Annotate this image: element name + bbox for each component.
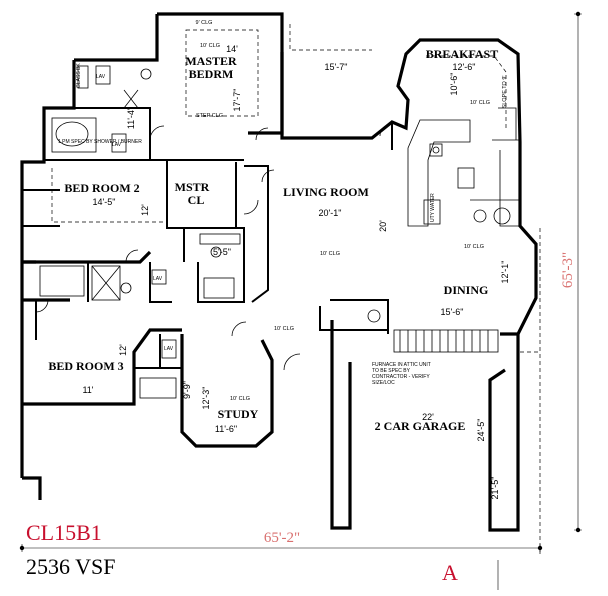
- master-ceiling-top: 9' CLG: [196, 20, 213, 26]
- attic-stair: [367, 309, 499, 353]
- breakfast-ceiling: 10' CLG: [470, 100, 490, 106]
- study-side: 9'-9": [182, 381, 192, 399]
- dimension-lines: [21, 13, 582, 590]
- bed2-label: BED ROOM 2: [64, 181, 139, 195]
- lav-note-2: LAV: [112, 142, 122, 148]
- dining-depth: 12'-1": [500, 261, 510, 284]
- util-note: UTY WATER: [430, 193, 436, 222]
- door-swings: [35, 123, 393, 371]
- furnace-note-3: CONTRACTOR - VERIFY: [372, 374, 430, 380]
- lav-note-1: LAV: [96, 74, 106, 80]
- bed3-label: BED ROOM 3: [48, 359, 123, 373]
- dining-label: DINING: [444, 283, 489, 297]
- plan-area: 2536 VSF: [26, 554, 115, 579]
- mstr-cl-label-2: CL: [188, 193, 205, 207]
- master-width: 14': [226, 44, 238, 54]
- lav-note-3: LAV: [164, 346, 174, 352]
- tub-note: 1 PM SPEC BY SHOWER / BURNER: [58, 139, 142, 145]
- master-bath-fixtures: [51, 65, 152, 153]
- master-label-1: MASTER: [185, 54, 237, 68]
- breakfast-width: 12'-6": [453, 62, 476, 72]
- plan-code: CL15B1: [26, 520, 102, 545]
- corner-markers: [19, 11, 581, 551]
- living-width: 20'-1": [319, 208, 342, 218]
- garage-label: 2 CAR GARAGE: [375, 419, 466, 433]
- bed2-width: 14'-5": [93, 197, 116, 207]
- mstr-cl-label-1: MSTR: [175, 180, 210, 194]
- garage-width: 22': [422, 412, 434, 422]
- elevation-letter: A: [442, 560, 458, 585]
- breakfast-label: BREAKFAST: [426, 47, 498, 61]
- garage-depth: 24'-5": [476, 419, 486, 442]
- hall-ceiling: 10' CLG: [274, 326, 294, 332]
- bed3-depth: 12': [118, 344, 128, 356]
- overall-depth: 65'-3": [560, 252, 576, 288]
- breakfast-slope: SLOPE TO 9': [502, 76, 508, 109]
- master-step-clg: STEP CLG: [196, 113, 223, 119]
- interior-walls: [22, 107, 393, 369]
- garage-depth-2: 21'-5": [490, 477, 500, 500]
- living-depth: 20': [378, 220, 388, 232]
- bath2-width: 5'-5": [213, 247, 231, 257]
- study-width: 11'-6": [215, 424, 237, 434]
- furnace-note-4: SIZE/LOC: [372, 380, 395, 386]
- living-label: LIVING ROOM: [283, 185, 369, 199]
- bed2-depth: 12': [140, 204, 150, 216]
- lav-note-4: LAV: [153, 276, 163, 282]
- dining-width: 15'-6": [441, 307, 464, 317]
- study-ceiling: 10' CLG: [230, 396, 250, 402]
- master-hall-width: 15'-7": [325, 62, 348, 72]
- bath-fixtures: [39, 233, 241, 399]
- kitchen-counters: [407, 107, 521, 227]
- study-depth: 12'-3": [201, 387, 211, 410]
- study-label: STUDY: [218, 407, 259, 421]
- master-bath-depth: 11'-4": [126, 107, 136, 129]
- overall-width: 65'-2": [264, 530, 300, 546]
- master-label-2: BEDRM: [189, 67, 234, 81]
- breakfast-depth: 10'-6": [449, 73, 459, 96]
- furnace-note-1: FURNACE IN ATTIC UNIT: [372, 362, 431, 368]
- master-ceiling: 10' CLG: [200, 43, 220, 49]
- glass-bk-note: GLASS BK: [76, 63, 82, 88]
- living-ceiling: 10' CLG: [320, 251, 340, 257]
- bed3-width: 11': [82, 385, 93, 395]
- master-depth: 17'-7": [232, 89, 242, 112]
- ceiling-lines: [51, 24, 507, 223]
- dining-ceiling: 10' CLG: [464, 244, 484, 250]
- furnace-note-2: TO BE SPEC BY: [372, 368, 411, 374]
